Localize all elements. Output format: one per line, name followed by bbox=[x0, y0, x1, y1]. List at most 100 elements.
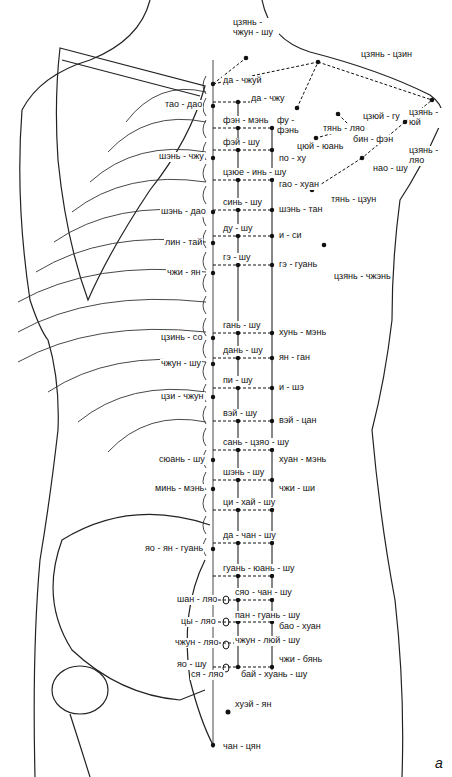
rib bbox=[108, 119, 206, 152]
point-dot bbox=[270, 419, 274, 423]
point-dot bbox=[236, 208, 240, 212]
point-name: хуэй - ян bbox=[234, 700, 272, 710]
point-name: и - си bbox=[278, 231, 303, 241]
vertebra bbox=[203, 296, 206, 314]
level-line bbox=[213, 388, 272, 389]
point-name: и - шэ bbox=[278, 383, 305, 393]
point-dot bbox=[236, 448, 240, 452]
point-name: чан - цян bbox=[222, 742, 262, 752]
point-name: тянь - цзун bbox=[330, 195, 377, 205]
point-name: сань - цзяо - шу bbox=[222, 438, 290, 448]
point-dot bbox=[236, 331, 240, 335]
point-dot bbox=[211, 241, 215, 245]
point-name: гао - хуан bbox=[278, 180, 320, 190]
point-dot bbox=[236, 126, 240, 130]
point-dot bbox=[211, 458, 215, 462]
vertebra bbox=[203, 428, 206, 446]
point-dot bbox=[270, 263, 274, 267]
rib bbox=[48, 359, 206, 392]
level-line bbox=[213, 480, 272, 481]
point-dot bbox=[270, 356, 274, 360]
point-name: бин - фэн bbox=[352, 135, 394, 145]
point-name: гэ - гуань bbox=[278, 260, 318, 270]
level-line bbox=[213, 421, 272, 422]
point-name: тянь - ляо bbox=[322, 124, 366, 134]
pelvis bbox=[53, 514, 210, 700]
point-dot bbox=[336, 112, 341, 117]
point-name: минь - мэнь bbox=[154, 484, 205, 494]
point-name: чжи - бянь bbox=[278, 655, 323, 665]
level-line bbox=[213, 667, 272, 668]
point-name: вэй - цан bbox=[278, 416, 318, 426]
point-name: фэй - шу bbox=[222, 138, 261, 148]
level-line bbox=[213, 543, 272, 544]
point-dot bbox=[211, 547, 215, 551]
point-name: вэй - шу bbox=[222, 409, 258, 419]
point-dot bbox=[236, 665, 240, 669]
point-name: цзянь - чжэнь bbox=[333, 272, 392, 282]
point-name: цзянь - цзин bbox=[360, 50, 413, 60]
point-name: гуань - юань - шу bbox=[222, 564, 295, 574]
point-dot bbox=[314, 136, 319, 141]
point-name: цзюй - гу bbox=[362, 112, 401, 122]
vertebra bbox=[203, 362, 206, 380]
point-dot bbox=[270, 208, 274, 212]
point-name: сяо - чан - шу bbox=[234, 588, 293, 598]
point-dot bbox=[270, 541, 274, 545]
point-name: цзюе - инь - шу bbox=[222, 168, 287, 178]
level-line bbox=[213, 210, 272, 211]
point-name: цзянь - юй bbox=[408, 108, 448, 128]
point-name: цзинь - со bbox=[160, 333, 203, 343]
point-dot bbox=[270, 508, 274, 512]
point-name: ян - ган bbox=[278, 353, 311, 363]
level-line bbox=[213, 358, 272, 359]
rib bbox=[78, 389, 206, 422]
point-dot bbox=[236, 100, 240, 104]
level-line bbox=[213, 236, 272, 237]
point-dot bbox=[270, 574, 274, 578]
point-dot bbox=[236, 178, 240, 182]
point-name: цы - ляо bbox=[180, 617, 217, 627]
point-name: да - чан - шу bbox=[222, 531, 277, 541]
point-dot bbox=[236, 478, 240, 482]
point-name: хунь - мэнь bbox=[278, 328, 327, 338]
point-name: цзи - чжун bbox=[160, 392, 205, 402]
rib bbox=[90, 149, 206, 182]
point-name: шэнь - тан bbox=[278, 205, 323, 215]
point-name: хуан - мэнь bbox=[278, 455, 327, 465]
point-name: цюй - юань bbox=[296, 142, 344, 152]
point-dot bbox=[295, 106, 300, 111]
point-name: яо - шу bbox=[176, 660, 208, 670]
point-name: пи - шу bbox=[222, 376, 254, 386]
point-dot bbox=[270, 598, 274, 602]
level-line bbox=[213, 450, 272, 451]
point-dot bbox=[270, 331, 274, 335]
point-name: шэнь - чжу bbox=[158, 152, 205, 162]
rib bbox=[18, 299, 206, 332]
vertebra bbox=[203, 516, 206, 534]
point-name: пан - гуань - шу bbox=[234, 611, 301, 621]
point-name: цзянь - ляо bbox=[408, 146, 448, 166]
point-dot bbox=[236, 598, 240, 602]
point-name: ду - шу bbox=[222, 224, 253, 234]
point-dot bbox=[236, 386, 240, 390]
point-dot bbox=[236, 574, 240, 578]
point-name: чжун - шу bbox=[160, 359, 202, 369]
vertebra bbox=[203, 494, 206, 512]
femur bbox=[70, 714, 90, 777]
point-name: шэнь - шу bbox=[222, 468, 265, 478]
level-line bbox=[213, 510, 272, 511]
point-name: бай - хуань - шу bbox=[240, 670, 308, 680]
point-name: гань - шу bbox=[222, 321, 261, 331]
point-name: ся - ляо bbox=[190, 670, 225, 680]
level-line bbox=[213, 576, 272, 577]
point-name: фу - фэнь bbox=[276, 116, 308, 136]
vertebra bbox=[203, 406, 206, 424]
point-name: цзянь - чжун - шу bbox=[232, 18, 279, 38]
point-dot bbox=[211, 156, 215, 160]
point-name: сюань - шу bbox=[158, 455, 206, 465]
point-dot bbox=[211, 362, 215, 366]
point-dot bbox=[236, 234, 240, 238]
point-dot bbox=[322, 243, 327, 248]
scapula-spine bbox=[62, 60, 200, 96]
